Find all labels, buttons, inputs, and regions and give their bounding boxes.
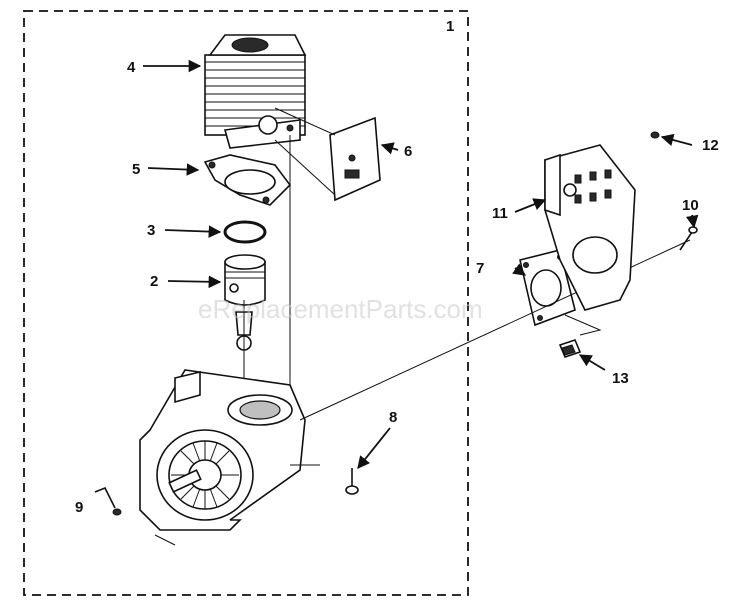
screw-8-part	[345, 468, 359, 495]
callout-6: 6	[404, 143, 412, 160]
callout-arrows	[143, 59, 699, 469]
gasket-plate-part	[274, 107, 381, 202]
piston-part	[224, 254, 266, 306]
callout-1: 1	[446, 18, 454, 35]
assembly-boundary	[23, 10, 469, 596]
callout-4: 4	[127, 59, 136, 76]
crankcase-part	[139, 369, 320, 546]
cylinder-part	[204, 34, 307, 149]
screw-12-part	[650, 131, 660, 139]
callout-8: 8	[389, 409, 397, 426]
screw-10-part	[679, 226, 698, 251]
cylinder-gasket-part	[203, 154, 292, 206]
callout-3: 3	[147, 222, 155, 239]
fitting-13-part	[558, 339, 582, 358]
watermark: eReplacementParts.com	[198, 294, 483, 324]
callout-2: 2	[150, 273, 158, 290]
callout-11: 11	[492, 205, 508, 222]
callout-labels: 1 4 5 6 3 2 12 11 10 7 13 8 9	[75, 18, 719, 516]
callout-10: 10	[682, 197, 699, 214]
callout-5: 5	[132, 161, 140, 178]
carburetor-housing-part	[544, 144, 636, 336]
callout-9: 9	[75, 499, 83, 516]
screw-9-part	[94, 486, 122, 516]
callout-7: 7	[476, 260, 484, 277]
piston-ring-part	[223, 220, 267, 244]
callout-13: 13	[612, 370, 629, 387]
callout-12: 12	[702, 137, 719, 154]
